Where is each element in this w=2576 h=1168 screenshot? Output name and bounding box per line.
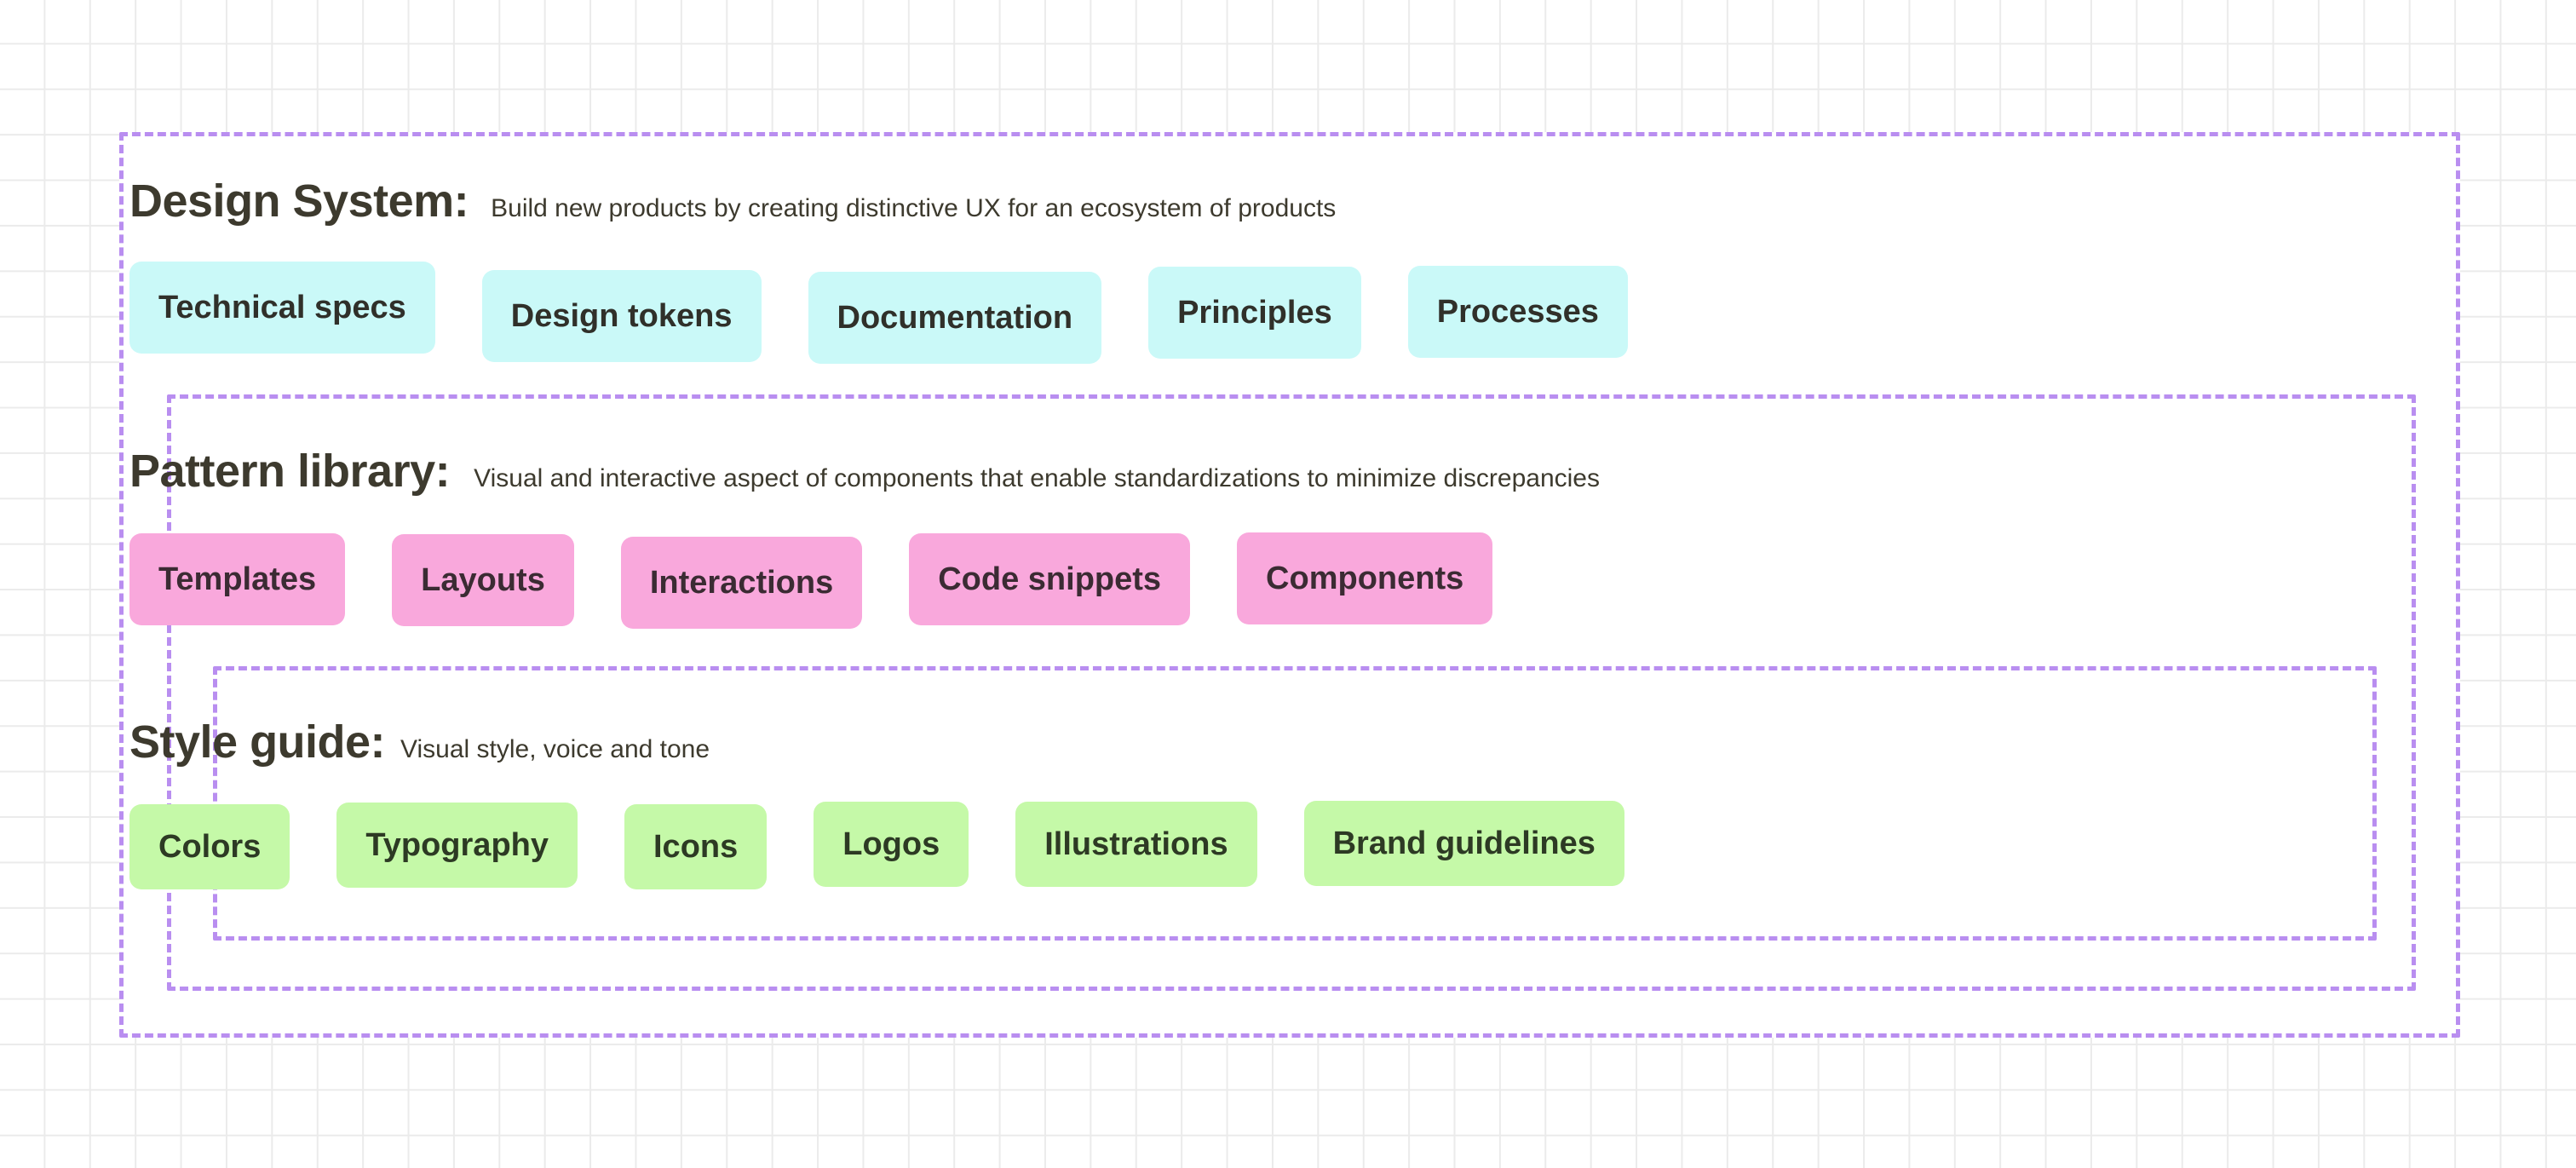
style-guide-description: Visual style, voice and tone (400, 735, 710, 763)
design-system-heading: Design System: Build new products by cre… (129, 175, 1336, 227)
tag-brand-guidelines[interactable]: Brand guidelines (1303, 801, 1624, 886)
tag-typography[interactable]: Typography (336, 803, 578, 888)
tag-icons[interactable]: Icons (624, 804, 768, 889)
tag-templates[interactable]: Templates (129, 533, 346, 625)
tag-technical-specs[interactable]: Technical specs (129, 262, 435, 354)
tag-illustrations[interactable]: Illustrations (1015, 802, 1257, 887)
tag-interactions[interactable]: Interactions (620, 537, 863, 629)
design-system-title: Design System: (129, 175, 469, 227)
tag-code-snippets[interactable]: Code snippets (909, 533, 1191, 625)
tag-colors[interactable]: Colors (129, 804, 290, 889)
pattern-library-tag-row: Templates Layouts Interactions Code snip… (129, 532, 1493, 629)
tag-processes[interactable]: Processes (1407, 266, 1628, 358)
style-guide-container (213, 666, 2377, 941)
style-guide-title: Style guide: (129, 716, 386, 768)
tag-layouts[interactable]: Layouts (392, 534, 574, 626)
design-system-description: Build new products by creating distincti… (491, 194, 1337, 222)
pattern-library-description: Visual and interactive aspect of compone… (474, 464, 1600, 492)
style-guide-tag-row: Colors Typography Icons Logos Illustrati… (129, 801, 1624, 889)
tag-documentation[interactable]: Documentation (808, 272, 1102, 364)
pattern-library-heading: Pattern library: Visual and interactive … (129, 445, 1600, 498)
design-system-tag-row: Technical specs Design tokens Documentat… (129, 262, 1628, 364)
tag-logos[interactable]: Logos (814, 802, 969, 887)
pattern-library-title: Pattern library: (129, 446, 451, 497)
style-guide-heading: Style guide: Visual style, voice and ton… (129, 716, 710, 768)
tag-components[interactable]: Components (1237, 532, 1493, 624)
tag-principles[interactable]: Principles (1148, 267, 1361, 359)
tag-design-tokens[interactable]: Design tokens (481, 270, 762, 362)
